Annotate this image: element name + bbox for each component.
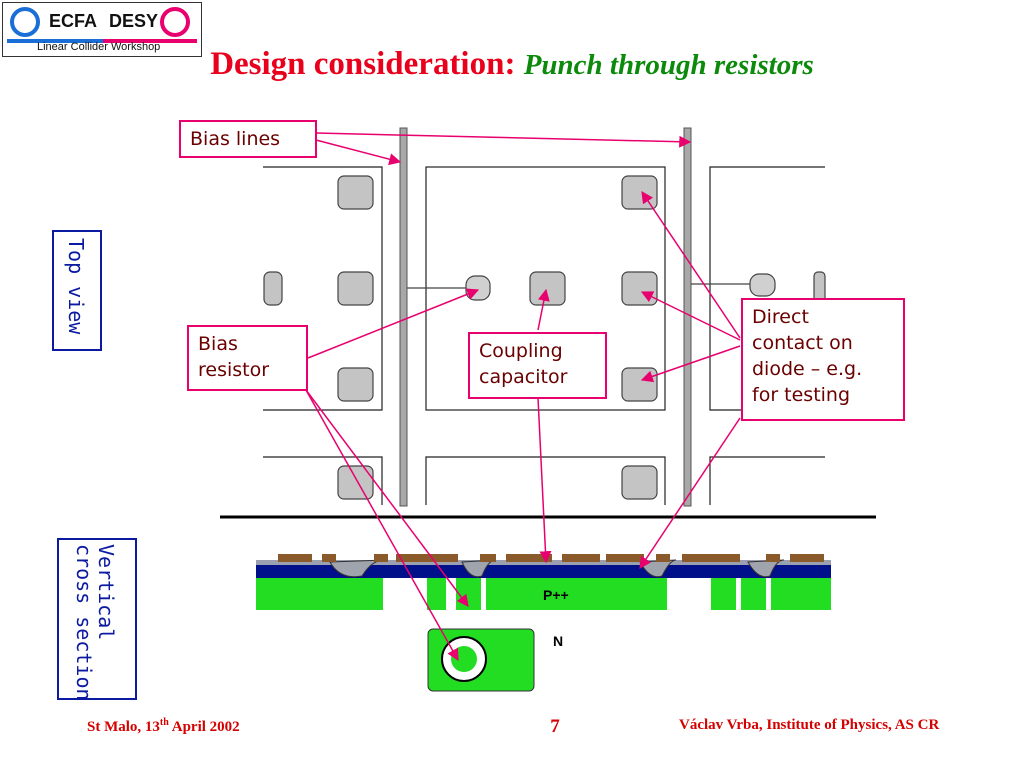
bias-via [329,559,785,578]
cross-section-box: Vertical cross section [57,538,137,701]
cross-section-label: Vertical cross section [72,544,118,701]
pixel-cell-center-lower [425,456,666,505]
arrow-direct-contact-3 [640,345,741,383]
title-main: Design consideration: [210,46,516,82]
callout-direct-contact: Direct contact on diode – e.g. for testi… [741,298,905,421]
callout-bias-lines: Bias lines [179,120,317,158]
title-sub: Punch through resistors [523,49,814,81]
page-number: 7 [550,716,560,737]
pad [337,175,374,210]
callout-coupling-capacitor: Coupling capacitor [468,332,607,399]
bias-line-left [399,127,408,507]
pad [337,465,374,500]
implant-strip [741,578,766,610]
pixel-cell-right-lower [709,456,825,505]
footer-date-rest: April 2002 [168,719,240,735]
pixel-cell-left-lower [263,456,383,505]
implant-right [771,578,831,610]
pad [621,175,658,210]
footer-date: St Malo, 13th April 2002 [87,717,240,736]
logo-ecfa-text: ECFA [49,11,98,31]
implant-strip [427,578,446,610]
ecfa-desy-logo: ECFA DESY Linear Collider Workshop [2,2,202,57]
callout-bias-resistor: Bias resistor [187,325,308,391]
pad [337,367,374,402]
oxide-layer [256,564,831,578]
arrow-bias-resistor-top [307,288,480,359]
resistor-dot-center [465,275,491,301]
pad [621,465,658,500]
arrow-bias-line-right [315,132,692,148]
logo-subtitle: Linear Collider Workshop [37,41,161,53]
arrow-direct-contact-2 [640,291,741,341]
resistor-dot-right [749,273,776,297]
pad [263,271,283,306]
arrow-bias-resistor-section [305,389,469,607]
metal-layer [278,554,824,562]
arrow-direct-contact-section [639,417,741,569]
arrow-bias-resistor-detail [305,389,459,662]
arrow-coupling-section [537,397,552,564]
p-plus-label: P++ [543,587,569,603]
arrow-bias-line-left [315,139,402,166]
footer-author: Václav Vrba, Institute of Physics, AS CR [679,717,940,733]
contact-center [451,646,477,672]
pad [337,271,374,306]
pad [529,271,566,306]
arrow-direct-contact-1 [641,191,741,339]
callout-arrows [305,132,741,662]
top-view-label: Top view [64,238,88,335]
implant-strip [711,578,736,610]
footer-date-sup: th [159,717,169,728]
pad [621,367,658,402]
cross-section [256,554,831,692]
implant-p-plus [486,578,667,610]
arrow-coupling-top [537,288,550,331]
pad [621,271,658,306]
n-label: N [553,633,564,649]
footer-date-text: St Malo, 13 [87,719,160,735]
implant-left [256,578,383,610]
bias-lines [399,127,692,507]
bias-line-right [683,127,692,507]
top-view-box: Top view [52,230,102,351]
logo-rings-icon [7,7,197,43]
slide-title: Design consideration: Punch through resi… [0,46,1024,83]
logo-desy-text: DESY [109,11,159,31]
pixel-cell-left [263,166,383,411]
